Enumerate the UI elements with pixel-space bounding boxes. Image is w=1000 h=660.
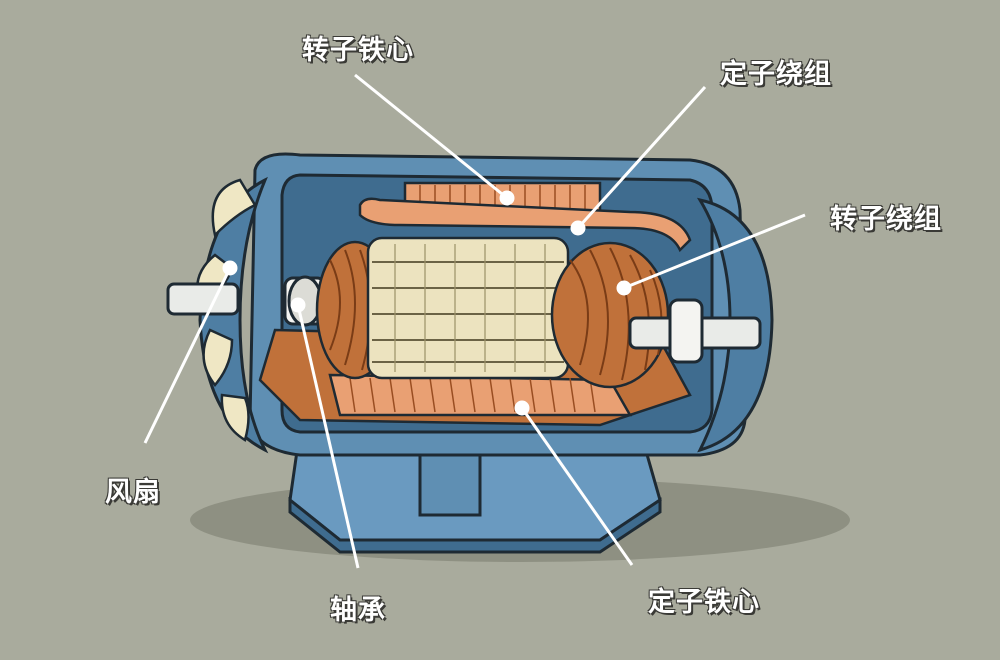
leader-stator-winding bbox=[576, 85, 707, 230]
motor-base bbox=[288, 428, 662, 554]
leader-stator-core bbox=[520, 407, 634, 566]
label-stator-winding: 定子绕组 bbox=[720, 59, 832, 90]
leader-bearing bbox=[296, 304, 360, 569]
stator-winding-shape bbox=[358, 197, 692, 253]
rotor-core-shape bbox=[366, 236, 570, 380]
label-rotor-core: 转子铁心 bbox=[302, 35, 414, 66]
left-shaft bbox=[166, 275, 327, 327]
label-bearing: 轴承 bbox=[330, 595, 386, 626]
leader-fan bbox=[143, 267, 232, 444]
right-rotor-winding bbox=[550, 241, 670, 389]
leader-rotor-core bbox=[354, 73, 508, 200]
label-stator-core: 定子铁心 bbox=[648, 587, 760, 618]
right-shaft bbox=[628, 298, 762, 364]
label-fan: 风扇 bbox=[105, 477, 161, 508]
leader-rotor-winding bbox=[623, 213, 806, 290]
label-rotor-winding: 转子绕组 bbox=[830, 204, 942, 235]
leader-lines bbox=[143, 73, 806, 569]
